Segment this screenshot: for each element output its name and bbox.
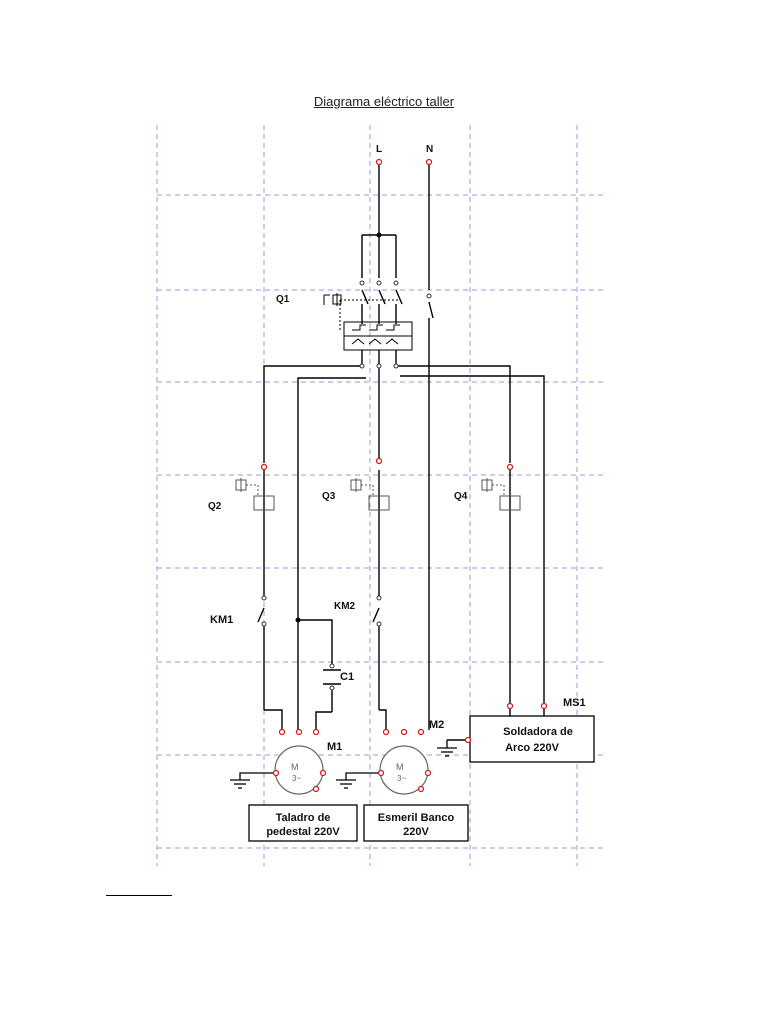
ground-icon: [230, 772, 273, 789]
load-boxes: [248, 715, 595, 842]
ground-icon: [437, 740, 457, 757]
soldadora-label-line1: Soldadora de: [503, 726, 573, 738]
m1-label: M1: [327, 741, 342, 753]
q4-label: Q4: [454, 491, 468, 502]
capacitor-icon: [323, 669, 341, 685]
breaker-q3: [350, 478, 390, 511]
taladro-label-line2: pedestal 220V: [266, 826, 340, 838]
km1-label: KM1: [210, 614, 233, 626]
terminals: [260, 158, 548, 793]
svg-text:M: M: [291, 762, 299, 772]
soldadora-label-line2: Arco 220V: [505, 742, 559, 754]
taladro-label-line1: Taladro de: [276, 812, 331, 824]
q1-label: Q1: [276, 294, 290, 305]
c1-label: C1: [340, 671, 354, 683]
wiring: [257, 165, 545, 741]
neutral-terminal-label: N: [426, 144, 433, 155]
esmeril-label-line2: 220V: [403, 826, 429, 838]
q3-label: Q3: [322, 491, 336, 502]
esmeril-label-line1: Esmeril Banco: [378, 812, 455, 824]
m2-label: M2: [429, 719, 444, 731]
page-title: Diagrama eléctrico taller: [313, 94, 455, 109]
ms1-label: MS1: [563, 697, 586, 709]
ground-icon: [336, 772, 378, 789]
breaker-q1: [323, 293, 413, 351]
svg-text:3~: 3~: [292, 774, 301, 783]
contact-rings: [261, 280, 432, 691]
line-terminal-label: L: [376, 144, 382, 155]
svg-text:3~: 3~: [397, 774, 406, 783]
footnote-separator: [106, 895, 172, 896]
breaker-q4: [481, 478, 521, 511]
svg-text:M: M: [396, 762, 404, 772]
junctions: [295, 232, 382, 623]
q2-label: Q2: [208, 501, 222, 512]
km2-label: KM2: [334, 601, 356, 612]
breaker-q2: [235, 478, 275, 511]
